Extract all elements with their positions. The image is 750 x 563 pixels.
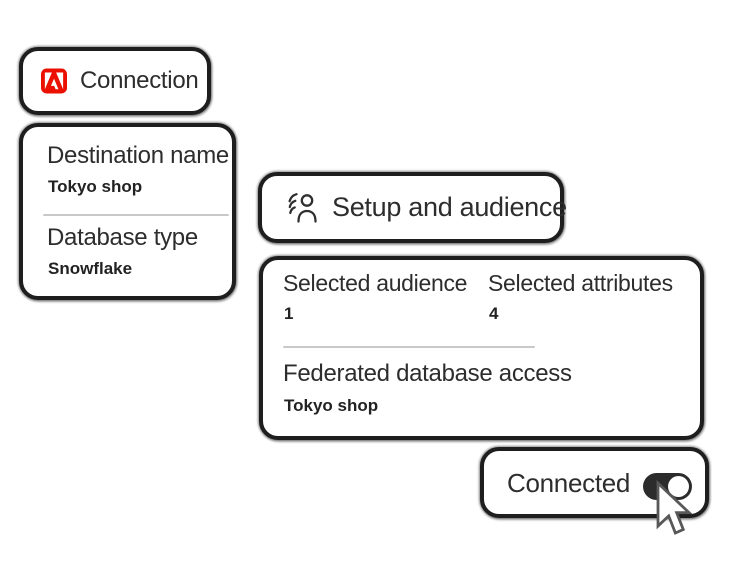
audience-summary-card: Selected audience 1 Selected attributes … xyxy=(259,256,704,440)
section-divider xyxy=(283,346,535,348)
connected-label: Connected xyxy=(507,468,631,498)
selected-attributes-label: Selected attributes xyxy=(488,270,673,296)
destination-card: Destination name Tokyo shop Database typ… xyxy=(19,123,236,300)
setup-audience-title: Setup and audience xyxy=(332,192,567,222)
adobe-logo-icon xyxy=(41,68,67,94)
selected-audience-label: Selected audience xyxy=(283,270,468,296)
selected-audience-value: 1 xyxy=(284,304,294,323)
database-type-value: Snowflake xyxy=(48,259,133,278)
field-divider xyxy=(43,214,229,216)
setup-audience-card: Setup and audience xyxy=(258,172,567,243)
federated-access-label: Federated database access xyxy=(283,360,572,387)
selected-attributes-value: 4 xyxy=(489,304,499,323)
audience-icon xyxy=(286,191,318,225)
federated-access-value: Tokyo shop xyxy=(284,396,379,415)
mouse-cursor-icon xyxy=(656,480,692,535)
connection-card: Connection xyxy=(19,47,211,115)
database-type-label: Database type xyxy=(47,224,198,251)
destination-name-value: Tokyo shop xyxy=(48,177,143,196)
connection-card-title: Connection xyxy=(80,67,199,94)
toggle-knob xyxy=(668,476,689,497)
destination-name-label: Destination name xyxy=(47,142,229,169)
connected-toggle[interactable] xyxy=(643,473,692,500)
